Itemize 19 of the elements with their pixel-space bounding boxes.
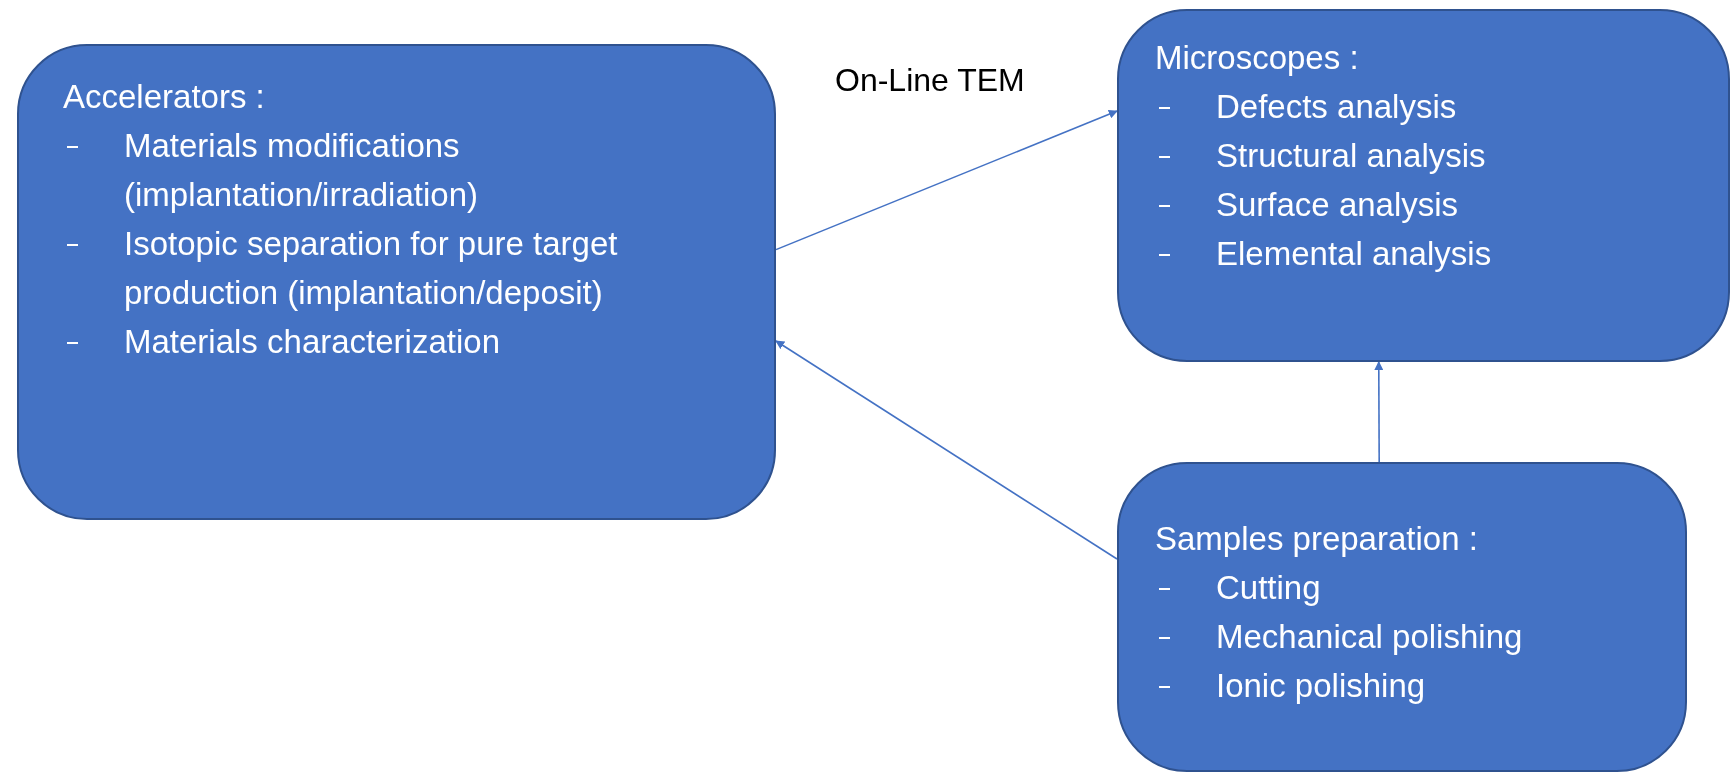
- list-item: Ionic polishing: [1216, 666, 1427, 706]
- list-item: Structural analysis: [1216, 136, 1487, 176]
- list-item: Materials characterization: [124, 322, 501, 362]
- list-item: Surface analysis: [1216, 185, 1460, 225]
- arrow: [775, 340, 1118, 560]
- box-heading: Microscopes :: [1155, 38, 1359, 78]
- list-item: Mechanical polishing: [1216, 617, 1524, 657]
- rounded-box: [17, 44, 776, 520]
- rounded-box: [1117, 462, 1687, 772]
- box-heading: Samples preparation :: [1155, 519, 1478, 559]
- rounded-box: [1117, 9, 1730, 362]
- list-item: Materials modifications (implantation/irradiation): [124, 126, 479, 215]
- arrow: [1374, 361, 1384, 463]
- arrow: [775, 109, 1118, 251]
- list-item: Elemental analysis: [1216, 234, 1493, 274]
- list-item: Cutting: [1216, 568, 1322, 608]
- list-item: Isotopic separation for pure target production (implantation/deposit): [124, 224, 619, 313]
- list-item: Defects analysis: [1216, 87, 1458, 127]
- box-heading: Accelerators :: [63, 77, 265, 117]
